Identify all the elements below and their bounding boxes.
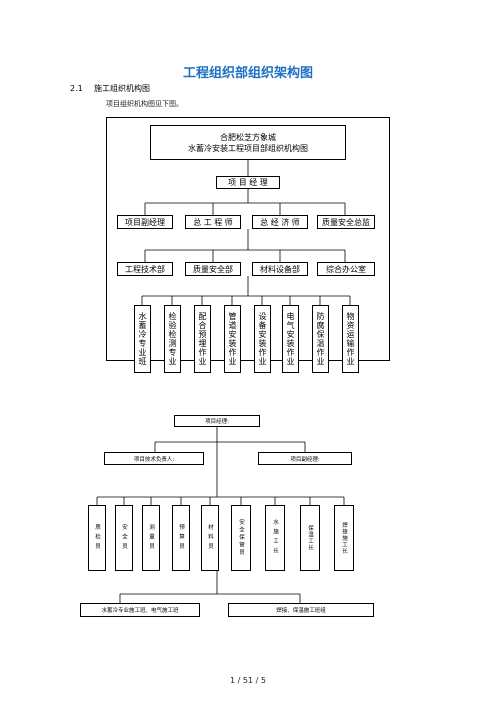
- chart2-l4-box: 焊接、保温施工班组: [228, 603, 374, 617]
- chart1-l4-box: 配合预埋作业: [194, 305, 211, 373]
- chart1-l2-box: 总 工 程 师: [185, 215, 241, 229]
- section-number: 2.1: [70, 84, 83, 93]
- chart2-l2-box: 项目副经理:: [258, 452, 352, 465]
- chart2-l4-box: 水蓄冷专业施工班、电气施工班: [80, 603, 200, 617]
- chart1-l3-box: 工程技术部: [117, 262, 173, 276]
- chart2-l3-box: 预算员: [172, 505, 190, 571]
- page-footer: 1 / 51 / 5: [230, 676, 266, 685]
- chart1-l4-box: 管道安装作业: [224, 305, 241, 373]
- chart1-header-line2: 水蓄冷安装工程项目部组织机构图: [188, 143, 308, 153]
- chart2-l3-box: 材料员: [201, 505, 219, 571]
- chart1-l2-box: 质量安全总监: [317, 215, 375, 229]
- org-chart-1: [106, 117, 390, 361]
- chart2-l3-box: 安全保管员: [231, 505, 251, 571]
- chart1-l4-box: 水蓄冷专业班: [134, 305, 151, 373]
- chart1-l3-box: 综合办公室: [317, 262, 375, 276]
- chart2-project-manager-box: 项目经理:: [174, 415, 260, 427]
- chart1-project-manager-box: 项 目 经 理: [216, 176, 280, 189]
- chart1-l4-box: 设备安装作业: [254, 305, 271, 373]
- chart1-l3-box: 质量安全部: [185, 262, 241, 276]
- chart1-l3-box: 材料设备部: [252, 262, 308, 276]
- chart1-l4-box: 防腐保温作业: [312, 305, 329, 373]
- chart2-l3-box: 水施工长: [265, 505, 285, 571]
- chart2-l3-box: 焊接施工长: [334, 505, 354, 571]
- chart2-l3-box: 保温工长: [300, 505, 320, 571]
- chart1-l2-box: 项目副经理: [117, 215, 173, 229]
- chart1-header-box: 合肥松芝方象城 水蓄冷安装工程项目部组织机构图: [150, 125, 346, 160]
- chart1-header-line1: 合肥松芝方象城: [220, 132, 276, 142]
- chart2-l3-box: 安全员: [115, 505, 133, 571]
- chart2-l2-box: 项目技术负责人:: [104, 452, 204, 465]
- chart1-l4-box: 检验检测专业: [164, 305, 181, 373]
- intro-text: 项目组织机构图见下图。: [106, 100, 183, 108]
- chart1-l4-box: 物资运输作业: [342, 305, 359, 373]
- section-title: 施工组织机构图: [94, 84, 150, 93]
- chart1-l2-box: 总 经 济 师: [252, 215, 308, 229]
- chart2-l3-box: 质检员: [88, 505, 106, 571]
- chart1-l4-box: 电气安装作业: [282, 305, 299, 373]
- document-title: 工程组织部组织架构图: [182, 66, 313, 81]
- section-heading: 2.1 施工组织机构图: [70, 83, 150, 94]
- chart2-l3-box: 测量员: [142, 505, 160, 571]
